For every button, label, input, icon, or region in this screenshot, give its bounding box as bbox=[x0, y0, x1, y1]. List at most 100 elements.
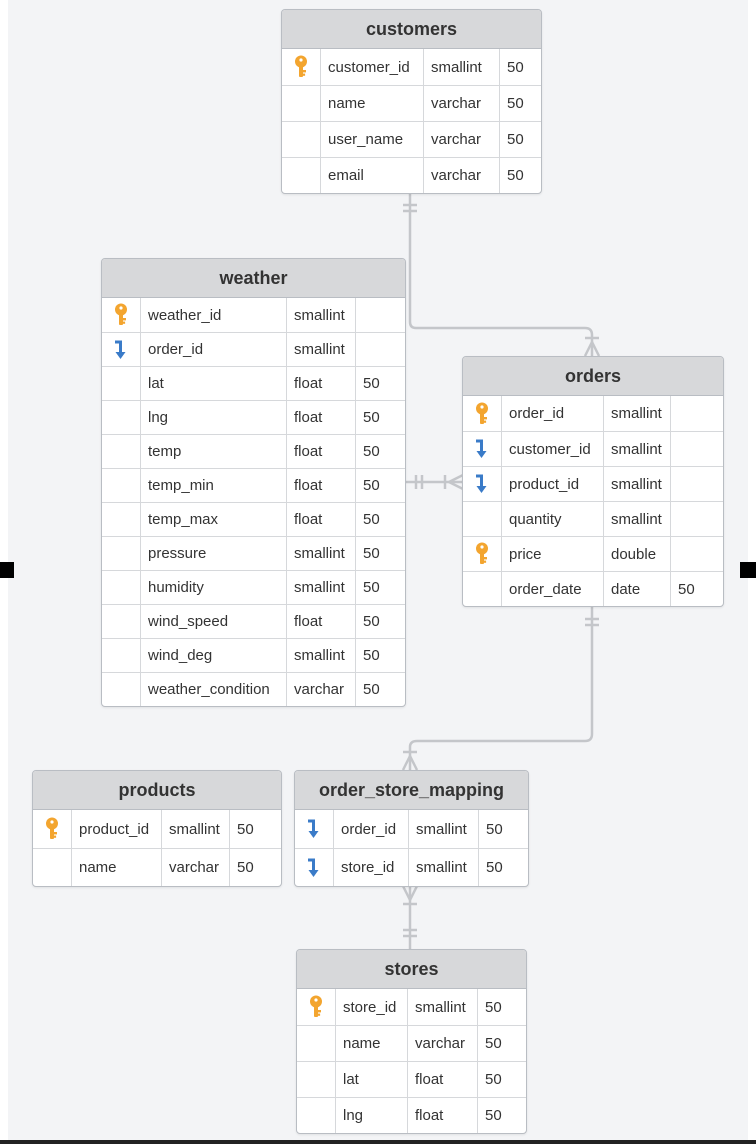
column-type: smallint bbox=[603, 396, 670, 431]
column-type: varchar bbox=[407, 1026, 477, 1061]
column-type: smallint bbox=[603, 432, 670, 466]
left-resize-handle[interactable] bbox=[0, 562, 14, 578]
column-length: 50 bbox=[355, 673, 405, 706]
primary-key-icon bbox=[463, 396, 501, 431]
primary-key-icon bbox=[463, 537, 501, 571]
column-name: store_id bbox=[333, 849, 408, 886]
column-type: varchar bbox=[423, 86, 499, 121]
column-type: double bbox=[603, 537, 670, 571]
column-name: name bbox=[71, 849, 161, 886]
crow-foot-orders-left-a bbox=[448, 473, 464, 484]
right-resize-handle[interactable] bbox=[740, 562, 756, 578]
column-type: smallint bbox=[603, 467, 670, 501]
column-type: smallint bbox=[603, 502, 670, 536]
column-name: name bbox=[335, 1026, 407, 1061]
column-name: order_id bbox=[140, 333, 286, 366]
column-name: order_id bbox=[333, 810, 408, 848]
connector-customers-orders bbox=[408, 193, 594, 356]
foreign-key-icon bbox=[463, 432, 501, 466]
foreign-key-icon bbox=[295, 849, 333, 886]
column-length: 50 bbox=[670, 572, 723, 606]
table-title[interactable]: stores bbox=[297, 950, 526, 989]
column-name: name bbox=[320, 86, 423, 121]
empty-key-cell bbox=[33, 849, 71, 886]
column-length: 50 bbox=[499, 86, 541, 121]
column-name: customer_id bbox=[320, 49, 423, 85]
column-type: float bbox=[286, 605, 355, 638]
column-type: varchar bbox=[286, 673, 355, 706]
column-length bbox=[670, 537, 723, 571]
foreign-key-icon bbox=[295, 810, 333, 848]
crow-foot-orders-top-b bbox=[590, 341, 601, 357]
column-length bbox=[670, 432, 723, 466]
column-name: weather_id bbox=[140, 298, 286, 332]
table-title[interactable]: products bbox=[33, 771, 281, 810]
column-type: smallint bbox=[423, 49, 499, 85]
column-length bbox=[670, 467, 723, 501]
column-length: 50 bbox=[477, 1062, 526, 1097]
column-name: price bbox=[501, 537, 603, 571]
foreign-key-icon bbox=[463, 467, 501, 501]
column-length: 50 bbox=[355, 571, 405, 604]
column-type: float bbox=[286, 469, 355, 502]
table-title[interactable]: weather bbox=[102, 259, 405, 298]
table-title[interactable]: orders bbox=[463, 357, 723, 396]
column-type: smallint bbox=[286, 571, 355, 604]
table-title[interactable]: order_store_mapping bbox=[295, 771, 528, 810]
primary-key-icon bbox=[33, 810, 71, 848]
column-name: customer_id bbox=[501, 432, 603, 466]
primary-key-icon bbox=[282, 49, 320, 85]
column-name: temp_min bbox=[140, 469, 286, 502]
empty-key-cell bbox=[282, 86, 320, 121]
column-length: 50 bbox=[499, 122, 541, 157]
table-title[interactable]: customers bbox=[282, 10, 541, 49]
empty-key-cell bbox=[297, 1098, 335, 1133]
empty-key-cell bbox=[102, 673, 140, 706]
column-name: product_id bbox=[501, 467, 603, 501]
column-length: 50 bbox=[229, 810, 281, 848]
column-name: humidity bbox=[140, 571, 286, 604]
column-length: 50 bbox=[355, 503, 405, 536]
column-length: 50 bbox=[355, 435, 405, 468]
column-length bbox=[355, 298, 405, 332]
column-name: quantity bbox=[501, 502, 603, 536]
